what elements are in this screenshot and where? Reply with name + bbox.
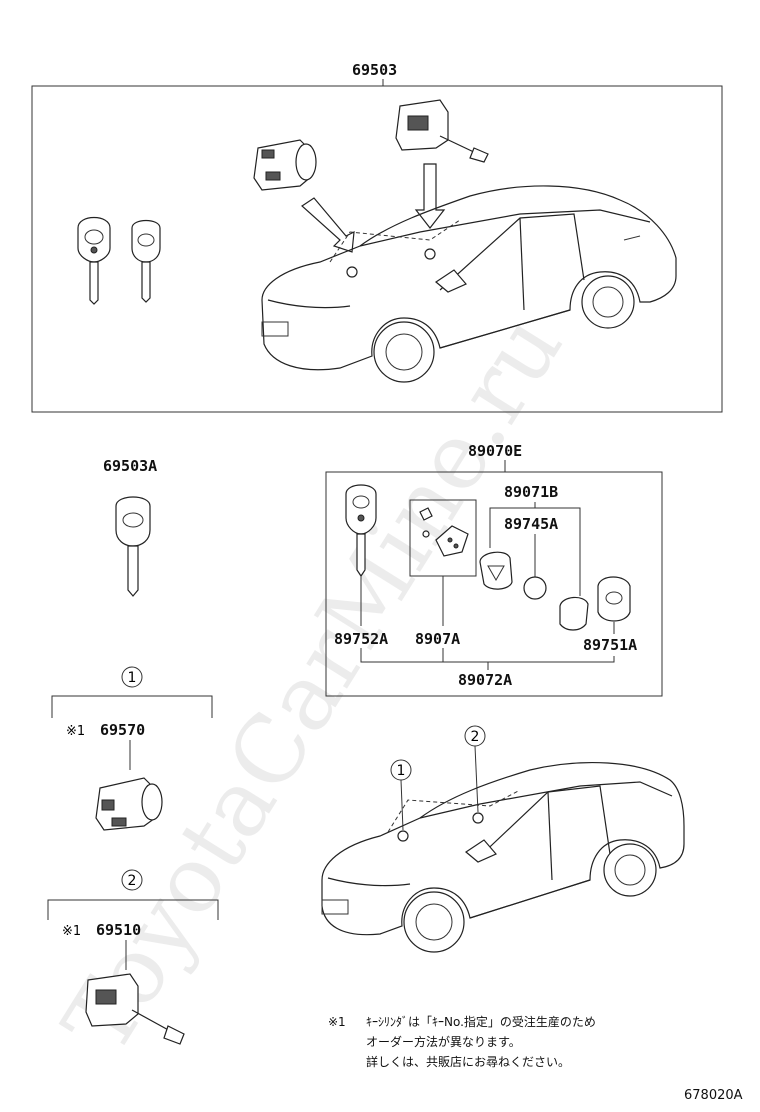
key-69503A bbox=[115, 496, 151, 597]
sedan-car-bottom: 1 2 bbox=[321, 725, 685, 953]
callout-1-car: 1 bbox=[397, 763, 406, 779]
note-line-1: ｷｰｼﾘﾝﾀﾞは「ｷｰNo.指定」の受注生産のため bbox=[366, 1015, 596, 1029]
remote-key-89752A bbox=[345, 484, 377, 578]
part-number-89745A[interactable]: 89745A bbox=[504, 515, 558, 533]
ignition-cylinder-69570 bbox=[95, 777, 163, 831]
diagram-code: 678020A bbox=[684, 1088, 743, 1103]
part-number-89070E[interactable]: 89070E bbox=[468, 442, 522, 460]
battery bbox=[523, 576, 547, 600]
part-number-69503[interactable]: 69503 bbox=[352, 61, 397, 79]
note-line-3: 詳しくは、共販店にお尋ねください。 bbox=[366, 1055, 571, 1069]
part-number-69510[interactable]: 69510 bbox=[96, 921, 141, 939]
key-plain-top bbox=[131, 219, 161, 303]
part-number-69503A[interactable]: 69503A bbox=[103, 457, 157, 475]
mark-1-a: ※1 bbox=[66, 724, 85, 739]
kit-box-69503 bbox=[31, 85, 723, 413]
note-line-2: オーダー方法が異なります。 bbox=[366, 1035, 521, 1049]
part-number-89751A[interactable]: 89751A bbox=[583, 636, 637, 654]
callout-2: 2 bbox=[128, 873, 137, 889]
part-number-89072A[interactable]: 89072A bbox=[458, 671, 512, 689]
arrow-down bbox=[414, 163, 446, 229]
part-number-8907A[interactable]: 8907A bbox=[415, 630, 460, 648]
key-remote-top bbox=[77, 216, 111, 305]
mark-1-b: ※1 bbox=[62, 924, 81, 939]
door-lock-top bbox=[395, 99, 489, 163]
remote-cover-89751A bbox=[597, 576, 631, 622]
note-mark: ※1 bbox=[328, 1015, 346, 1029]
part-number-69570[interactable]: 69570 bbox=[100, 721, 145, 739]
case-part bbox=[479, 551, 513, 590]
part-number-89752A[interactable]: 89752A bbox=[334, 630, 388, 648]
part-number-89071B[interactable]: 89071B bbox=[504, 483, 558, 501]
arrow-left bbox=[301, 197, 355, 253]
sedan-car-top bbox=[261, 185, 677, 383]
door-lock-69510 bbox=[85, 973, 185, 1045]
callout-1: 1 bbox=[128, 670, 137, 686]
callout-2-car: 2 bbox=[471, 729, 480, 745]
ignition-cylinder-top bbox=[253, 139, 317, 191]
transmitter-board bbox=[419, 507, 469, 557]
kit-box-89070E bbox=[325, 471, 663, 697]
cover-part bbox=[559, 596, 589, 631]
